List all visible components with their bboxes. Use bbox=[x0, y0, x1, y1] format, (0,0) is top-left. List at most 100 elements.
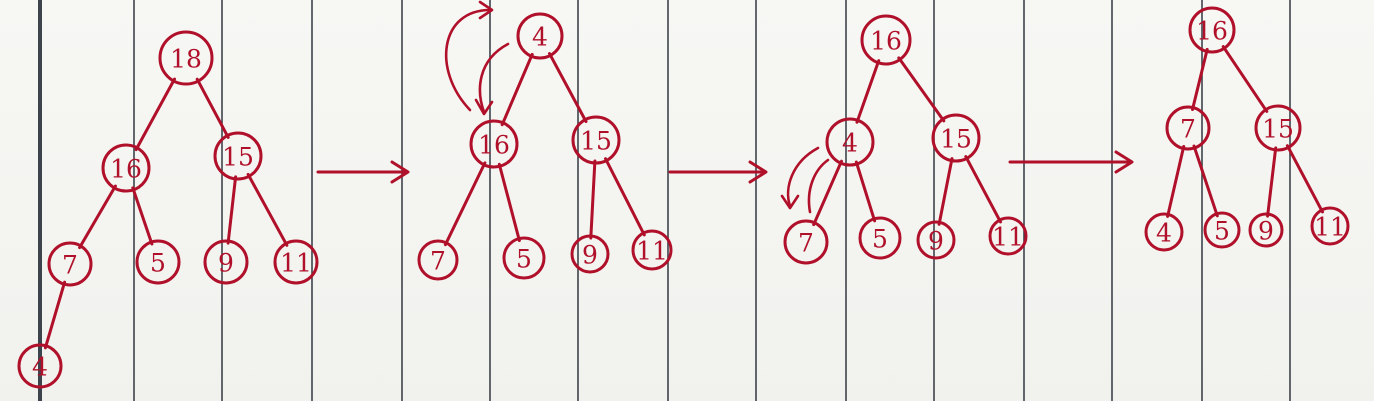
node-circle bbox=[203, 239, 249, 285]
tree-node: 11 bbox=[273, 239, 319, 285]
tree-node: 9 bbox=[916, 220, 956, 260]
tree-edge bbox=[1191, 47, 1209, 111]
node-circle bbox=[783, 219, 829, 265]
node-circle bbox=[1188, 6, 1236, 54]
node-circle bbox=[1165, 105, 1211, 151]
swap-arrow-tree-3 bbox=[780, 146, 830, 214]
node-circle bbox=[571, 115, 621, 165]
tree-node: 7 bbox=[1165, 105, 1211, 151]
tree-node: 11 bbox=[631, 229, 673, 271]
tree-node: 7 bbox=[417, 239, 459, 281]
node-label: 4 bbox=[1156, 219, 1172, 248]
step-arrow-3 bbox=[1008, 150, 1134, 174]
tree-node: 16 bbox=[1188, 6, 1236, 54]
tree-edge bbox=[443, 161, 487, 247]
tree-node: 15 bbox=[931, 113, 981, 163]
node-circle bbox=[570, 234, 610, 274]
tree-edge bbox=[131, 186, 154, 246]
tree-node: 4 bbox=[17, 343, 63, 389]
tree-node: 4 bbox=[1144, 212, 1184, 252]
tree-edge bbox=[134, 77, 176, 152]
swap-arrows bbox=[445, 0, 830, 214]
node-label: 9 bbox=[1258, 217, 1274, 246]
tree-node: 7 bbox=[783, 219, 829, 265]
node-label: 4 bbox=[532, 23, 548, 52]
tree-node: 5 bbox=[858, 216, 902, 260]
step-arrow-2 bbox=[668, 160, 768, 184]
tree-node: 9 bbox=[570, 234, 610, 274]
node-circle bbox=[101, 143, 151, 193]
node-circle bbox=[135, 239, 181, 285]
tree-edge bbox=[43, 280, 67, 350]
tree-edge bbox=[497, 162, 521, 243]
node-label: 16 bbox=[478, 131, 510, 160]
node-label: 16 bbox=[1196, 17, 1228, 46]
tree-node: 5 bbox=[135, 239, 181, 285]
node-label: 9 bbox=[928, 227, 944, 256]
tree-node: 4 bbox=[825, 117, 875, 167]
tree-edge bbox=[500, 52, 534, 127]
tree-node: 5 bbox=[502, 236, 546, 280]
ruled-lines bbox=[38, 0, 1291, 401]
tree-edge bbox=[812, 159, 843, 227]
tree-node: 16 bbox=[469, 119, 519, 169]
tree-edge bbox=[1221, 45, 1269, 113]
tree-node: 18 bbox=[158, 30, 214, 86]
tree-node: 5 bbox=[1203, 211, 1241, 249]
node-label: 16 bbox=[110, 155, 142, 184]
node-circle bbox=[417, 239, 459, 281]
node-circle bbox=[213, 131, 263, 181]
node-circle bbox=[158, 30, 214, 86]
node-label: 7 bbox=[798, 229, 814, 258]
node-label: 5 bbox=[1214, 217, 1230, 246]
tree-edge bbox=[195, 77, 230, 139]
node-label: 5 bbox=[516, 245, 532, 274]
node-circle bbox=[1254, 104, 1302, 152]
node-circle bbox=[1248, 212, 1284, 248]
node-label: 15 bbox=[222, 143, 254, 172]
node-circle bbox=[860, 14, 912, 66]
node-circle bbox=[631, 229, 673, 271]
node-label: 15 bbox=[580, 127, 612, 156]
node-circle bbox=[17, 343, 63, 389]
node-label: 5 bbox=[872, 225, 888, 254]
tree-node: 9 bbox=[203, 239, 249, 285]
tree-edge bbox=[937, 157, 954, 226]
node-label: 4 bbox=[842, 129, 858, 158]
tree-edge bbox=[854, 160, 877, 223]
node-circle bbox=[1144, 212, 1184, 252]
node-circle bbox=[1203, 211, 1241, 249]
tree-node: 15 bbox=[213, 131, 263, 181]
node-label: 11 bbox=[992, 223, 1024, 252]
tree-node: 15 bbox=[1254, 104, 1302, 152]
node-circle bbox=[858, 216, 902, 260]
node-label: 18 bbox=[170, 45, 202, 74]
tree-edge bbox=[855, 59, 881, 124]
tree-node: 4 bbox=[516, 12, 564, 60]
tree-node: 7 bbox=[47, 241, 93, 287]
node-circle bbox=[825, 117, 875, 167]
node-label: 16 bbox=[870, 27, 902, 56]
tree-edge bbox=[964, 155, 1002, 224]
tree-node: 16 bbox=[860, 14, 912, 66]
node-circle bbox=[469, 119, 519, 169]
node-label: 11 bbox=[1314, 213, 1346, 242]
tree-edge bbox=[548, 52, 588, 123]
swap-arrow-tree-2 bbox=[445, 0, 510, 116]
tree-edge bbox=[604, 157, 646, 237]
tree-node: 9 bbox=[1248, 212, 1284, 248]
tree-edge bbox=[897, 56, 946, 123]
node-circle bbox=[47, 241, 93, 287]
tree-edge bbox=[226, 175, 238, 245]
tree-edge bbox=[1192, 144, 1219, 218]
tree-edge bbox=[246, 172, 289, 247]
tree-node: 16 bbox=[101, 143, 151, 193]
tree-edge bbox=[1285, 144, 1324, 214]
node-label: 15 bbox=[940, 125, 972, 154]
node-label: 15 bbox=[1262, 115, 1294, 144]
tree-edge bbox=[78, 184, 117, 250]
